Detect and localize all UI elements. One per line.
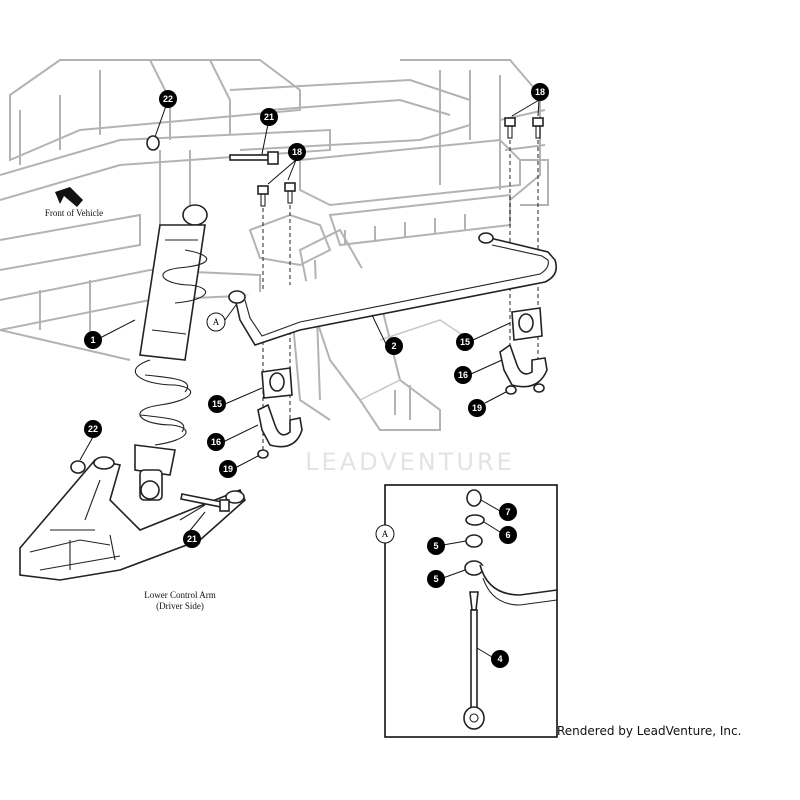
lower-control-arm-label: Lower Control Arm [144, 590, 216, 600]
callout-22-nut-top: 22 [159, 90, 177, 108]
callout-18-bolts-left: 18 [288, 143, 306, 161]
callout-21-bolt-top: 21 [260, 108, 278, 126]
sway-bar [228, 232, 558, 346]
svg-text:16: 16 [211, 437, 221, 447]
svg-text:21: 21 [264, 112, 274, 122]
callout-2-sway-bar: 2 [385, 337, 403, 355]
lower-control-arm [19, 456, 246, 581]
svg-text:1: 1 [90, 335, 95, 345]
callout-1-shock: 1 [84, 331, 102, 349]
lower-shock-bolt [180, 493, 230, 512]
svg-text:18: 18 [292, 147, 302, 157]
washer-left [257, 449, 269, 459]
watermark: LEADVENTURE [305, 448, 515, 476]
bushing-left [261, 367, 293, 399]
svg-text:15: 15 [212, 399, 222, 409]
callout-22-nut-bottom: 22 [84, 420, 102, 438]
rendered-by-credit: Rendered by LeadVenture, Inc. [557, 724, 741, 738]
svg-text:19: 19 [223, 464, 233, 474]
callout-21-bolt-bottom: 21 [183, 530, 201, 548]
callout-5-lower: 5 [427, 570, 445, 588]
lower-control-arm-side-label: (Driver Side) [156, 601, 204, 611]
svg-text:A: A [382, 529, 389, 539]
callout-18-bolts-right: 18 [531, 83, 549, 101]
front-of-vehicle-label: Front of Vehicle [45, 208, 103, 218]
callout-6: 6 [499, 526, 517, 544]
bracket-right [499, 343, 548, 388]
callout-5-upper: 5 [427, 537, 445, 555]
svg-text:16: 16 [458, 370, 468, 380]
svg-text:A: A [213, 317, 220, 327]
washers-right [505, 383, 545, 395]
svg-text:19: 19 [472, 403, 482, 413]
bushing-right [511, 307, 543, 341]
svg-text:5: 5 [433, 541, 438, 551]
svg-text:18: 18 [535, 87, 545, 97]
bolts-18-right [504, 117, 544, 139]
bolts-18-left [257, 182, 296, 207]
bracket-left [257, 403, 303, 448]
detail-box-reference-a: A [375, 524, 395, 544]
leader-lines [79, 99, 540, 658]
front-of-vehicle-arrow [55, 187, 83, 207]
svg-text:7: 7 [505, 507, 510, 517]
svg-text:6: 6 [505, 530, 510, 540]
upper-nut [146, 135, 160, 151]
upper-shock-bolt [229, 151, 279, 165]
callout-16-bracket-left: 16 [207, 433, 225, 451]
svg-text:4: 4 [497, 654, 502, 664]
lower-nut [70, 460, 86, 474]
shock-absorber [134, 204, 208, 501]
svg-text:22: 22 [163, 94, 173, 104]
svg-text:15: 15 [460, 337, 470, 347]
callout-4-end-link: 4 [491, 650, 509, 668]
svg-text:2: 2 [391, 341, 396, 351]
callout-16-bracket-right: 16 [454, 366, 472, 384]
callout-15-bushing-left: 15 [208, 395, 226, 413]
end-link-assembly [463, 489, 558, 730]
callout-15-bushing-right: 15 [456, 333, 474, 351]
callout-19-nut-left: 19 [219, 460, 237, 478]
callout-7: 7 [499, 503, 517, 521]
svg-text:21: 21 [187, 534, 197, 544]
callout-19-nut-right: 19 [468, 399, 486, 417]
svg-text:5: 5 [433, 574, 438, 584]
svg-text:22: 22 [88, 424, 98, 434]
detail-reference-a: A [206, 312, 226, 332]
